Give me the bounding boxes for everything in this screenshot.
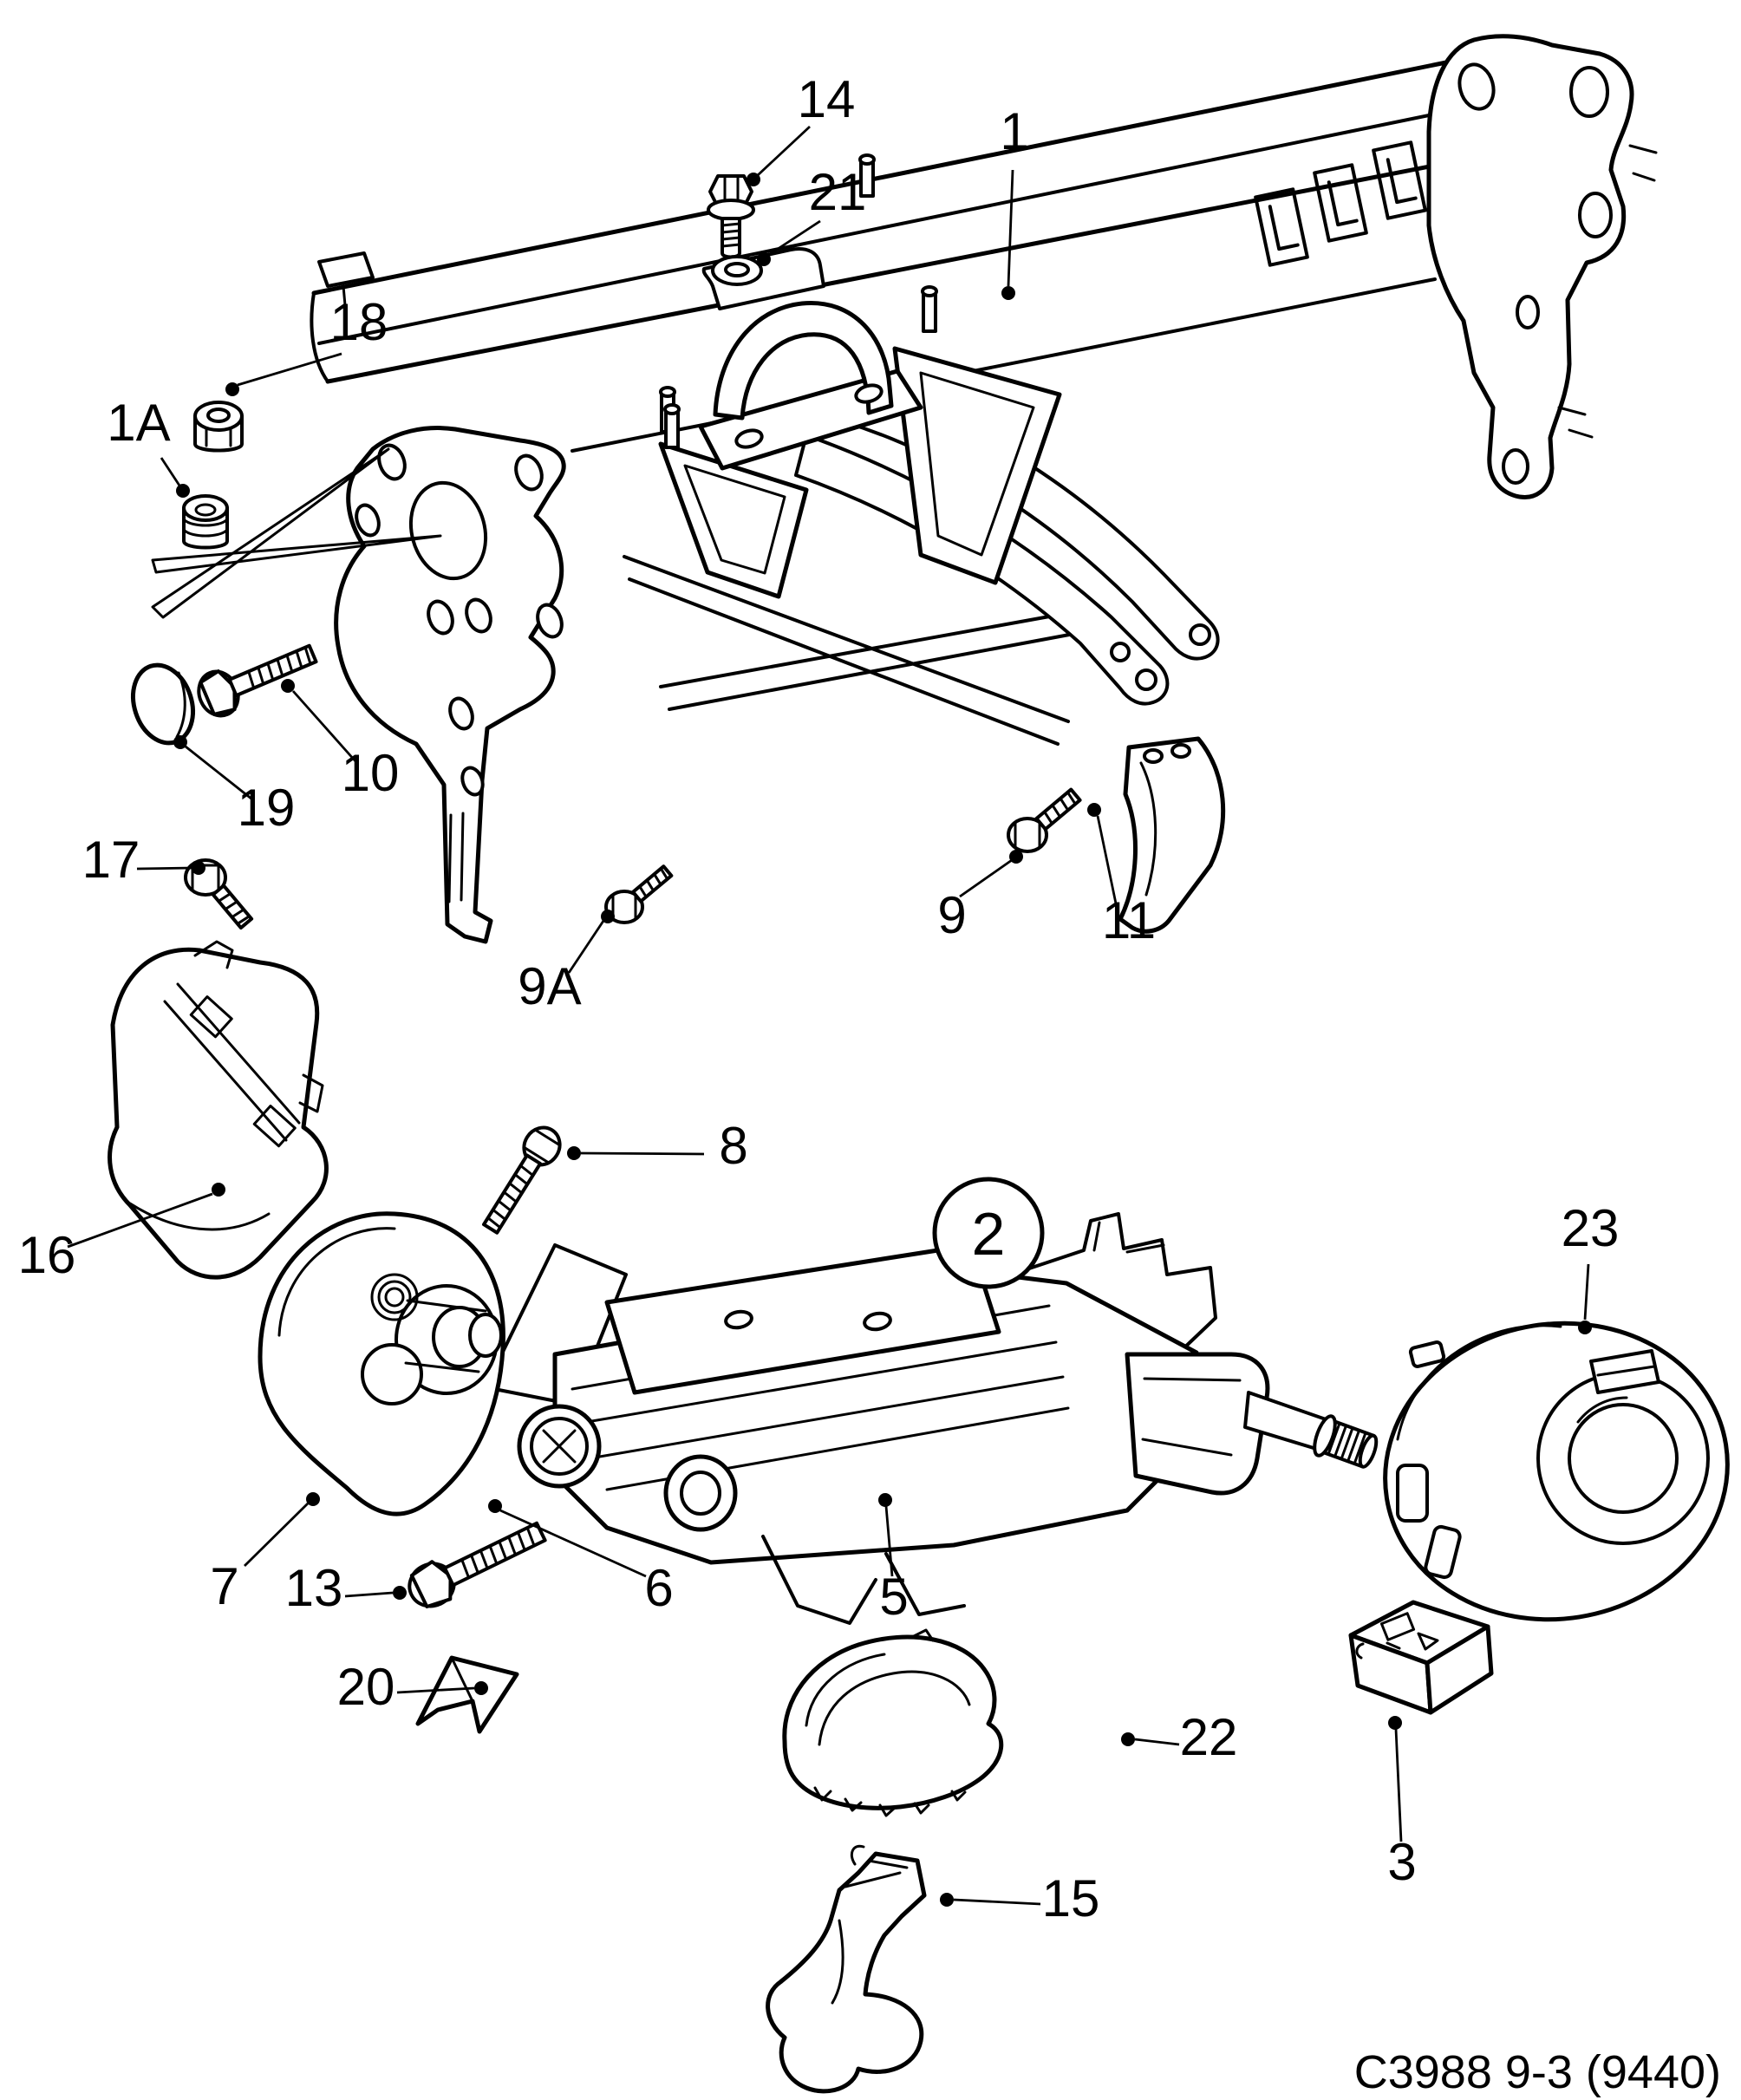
callout-15: 15	[1042, 1869, 1100, 1927]
callout-5: 5	[879, 1568, 908, 1626]
switch-3-drawing	[1348, 1600, 1494, 1715]
bolt-14-drawing	[707, 174, 755, 259]
callout-18: 18	[330, 293, 388, 351]
dome-7-drawing	[258, 1211, 505, 1516]
leader-lines	[67, 125, 1592, 1907]
bolt-8-drawing	[482, 1125, 562, 1235]
callout-21: 21	[809, 163, 867, 221]
callout-10: 10	[342, 744, 400, 802]
plug-1a-drawing	[182, 494, 229, 550]
bolt-10-drawing	[197, 643, 318, 718]
bracket-11-drawing	[1118, 736, 1226, 934]
callout-labels: 1 1A 3 5 6 7 8 9 9A 10 11 13 14 15 16 17…	[18, 70, 1620, 1927]
lever-15-drawing	[766, 1844, 927, 2094]
callout-1: 1	[1000, 102, 1028, 160]
callout-19: 19	[238, 779, 296, 837]
crossmember-beam-drawing	[310, 34, 1658, 944]
callout-6: 6	[644, 1559, 673, 1617]
pointer-wedges-1a	[151, 447, 442, 619]
callout-9: 9	[937, 886, 966, 944]
figure-caption: C3988 9-3 (9440)	[1354, 2046, 1721, 2098]
screw-9a-drawing	[604, 864, 674, 924]
assembly-callout-2: 2	[932, 1177, 1045, 1289]
callout-11: 11	[1102, 891, 1156, 949]
steering-column-drawing	[484, 1212, 1379, 1625]
callout-23: 23	[1562, 1199, 1620, 1257]
callout-9a: 9A	[518, 957, 581, 1015]
cap-19-drawing	[131, 662, 195, 746]
callout-3: 3	[1387, 1833, 1416, 1891]
assembly-callout-label: 2	[972, 1200, 1006, 1268]
module-16-drawing	[108, 940, 329, 1280]
nut-18-drawing	[193, 401, 244, 453]
bolt-13-drawing	[408, 1521, 547, 1608]
screw-9-drawing	[1007, 787, 1082, 853]
cover-22-drawing	[782, 1628, 1004, 1817]
callout-17: 17	[82, 831, 140, 889]
washer-21-drawing	[711, 255, 763, 286]
callout-13: 13	[285, 1559, 343, 1617]
callout-14: 14	[798, 70, 856, 128]
callout-20: 20	[337, 1658, 395, 1716]
callout-22: 22	[1180, 1708, 1238, 1766]
callout-7: 7	[210, 1557, 238, 1615]
callout-1a: 1A	[107, 394, 170, 452]
callout-16: 16	[18, 1226, 76, 1284]
callout-8: 8	[719, 1117, 747, 1175]
clip-20-drawing	[415, 1655, 519, 1734]
housing-23-drawing	[1383, 1321, 1730, 1622]
